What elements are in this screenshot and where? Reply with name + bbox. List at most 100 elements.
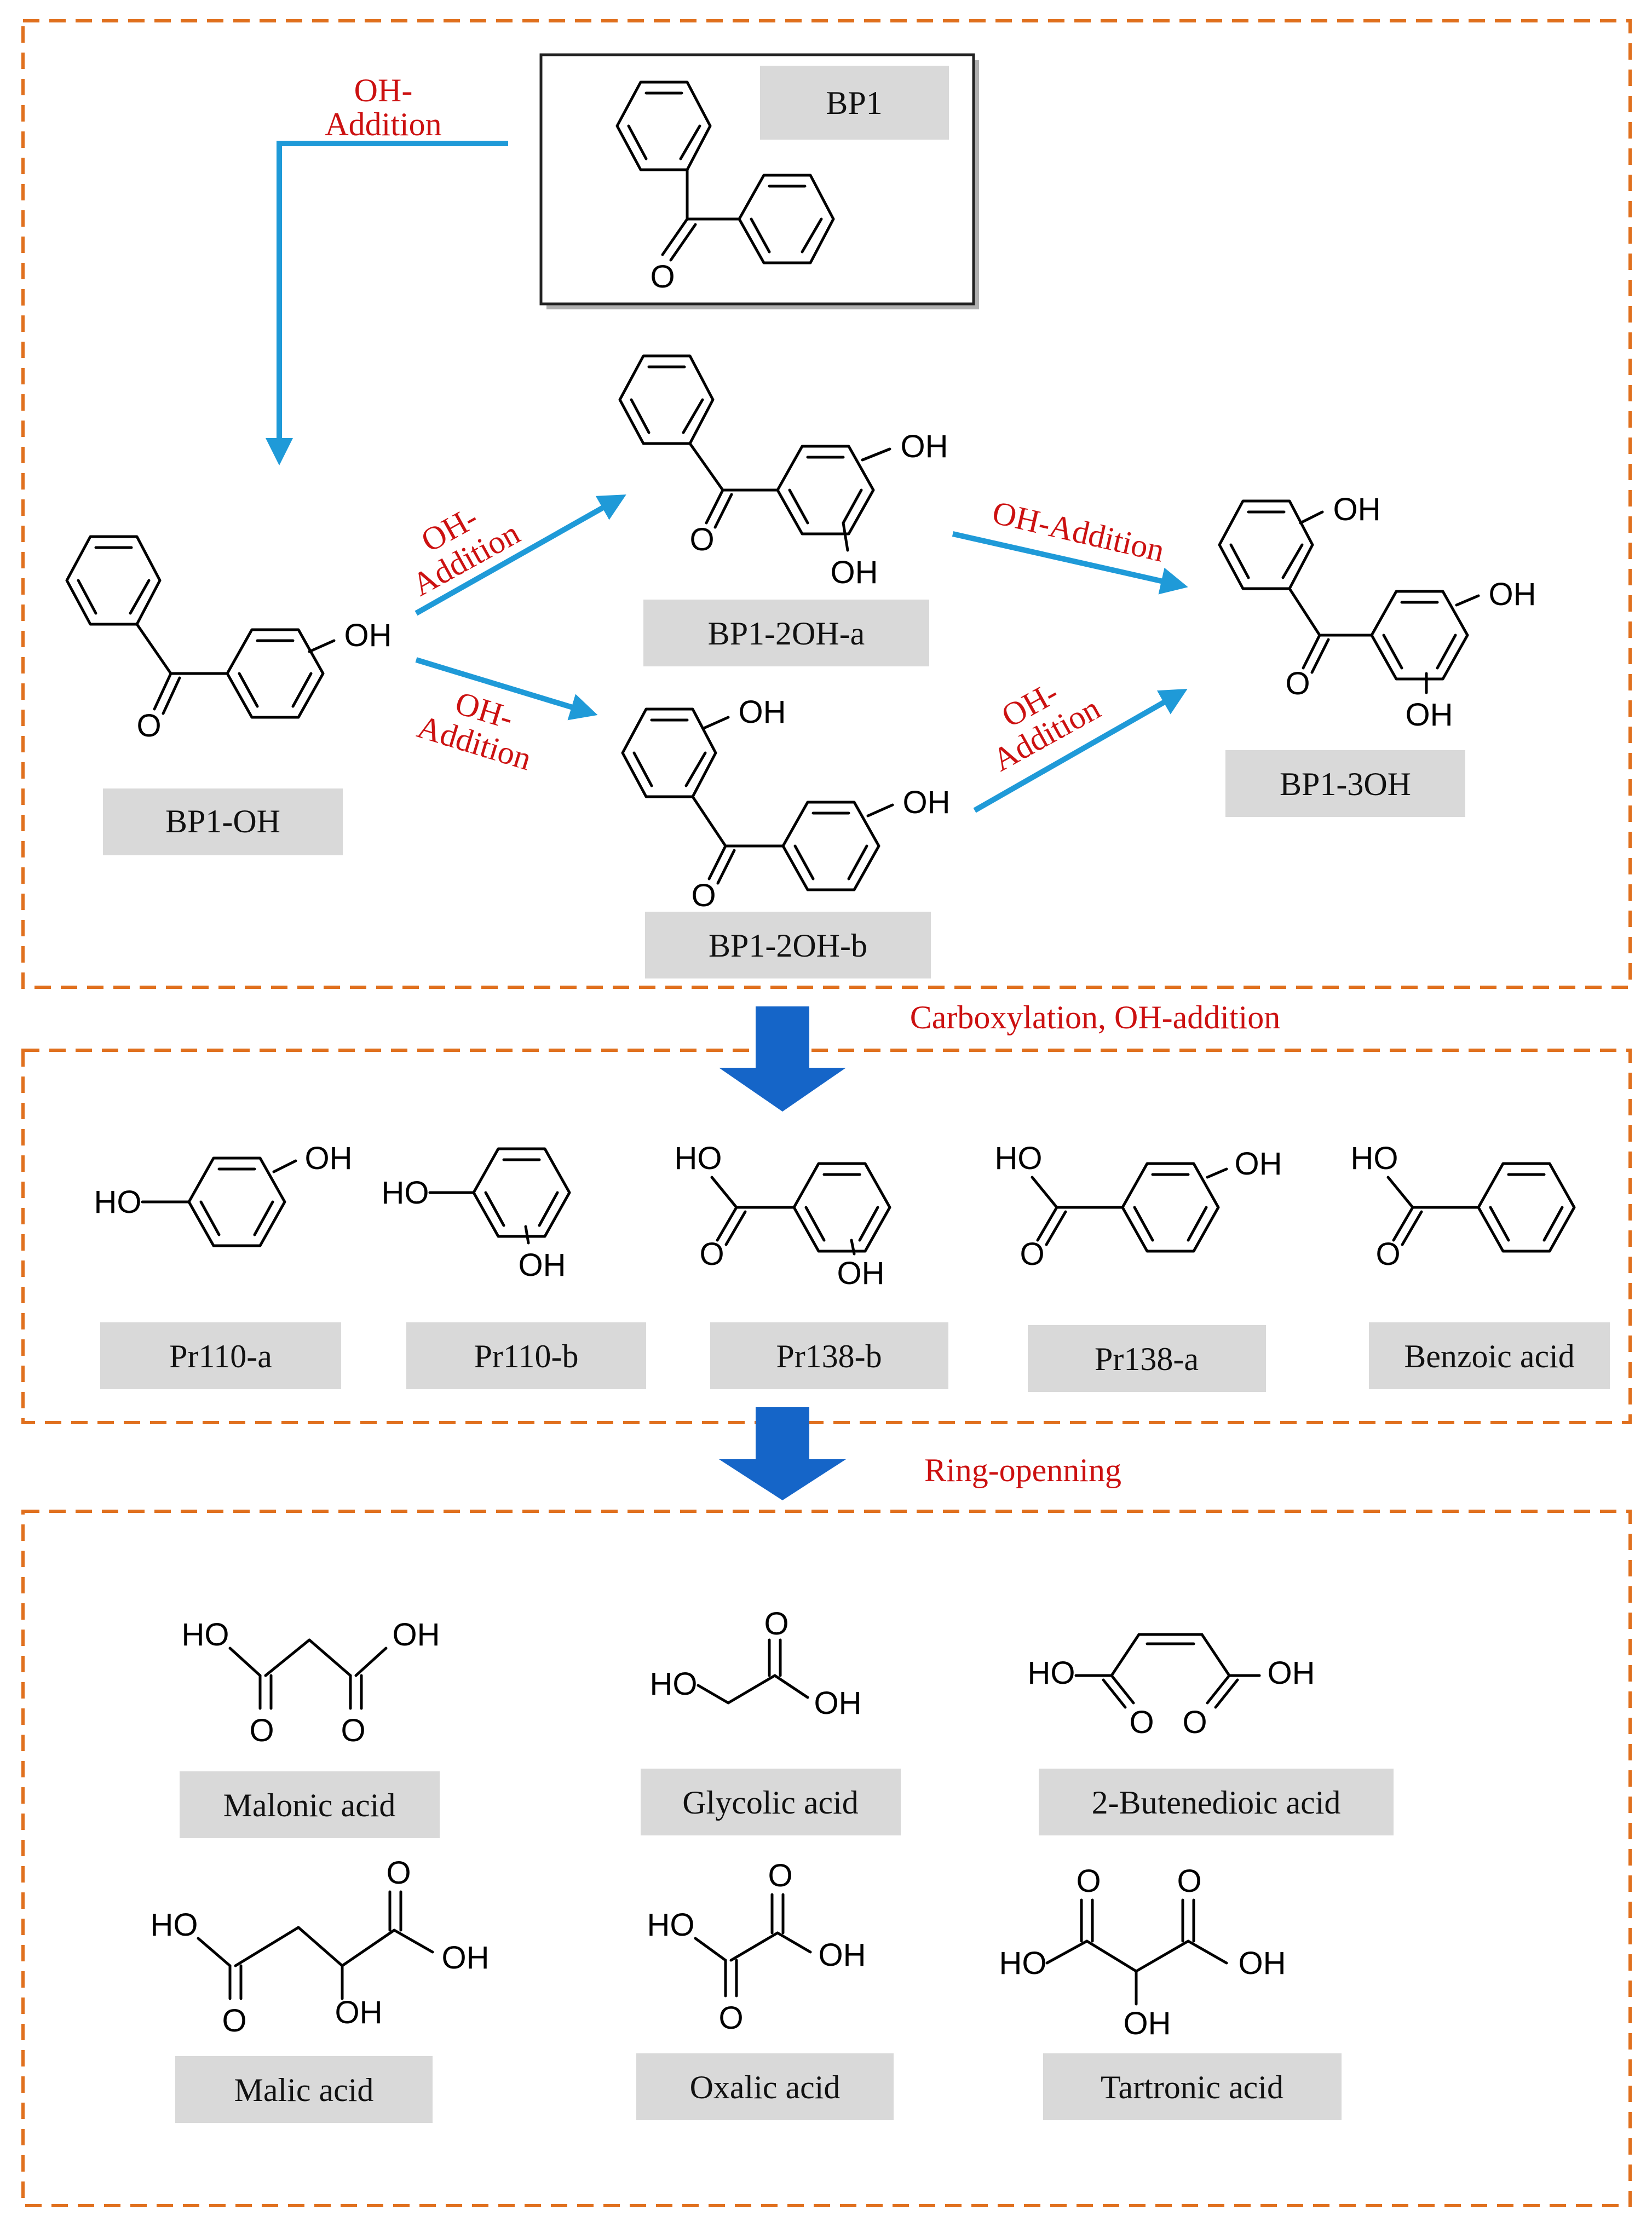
- label-2-butenedioic-acid: 2-Butenedioic acid: [1039, 1769, 1394, 1835]
- label-oxalic-acid: Oxalic acid: [636, 2053, 894, 2120]
- structure-oxalic-acid: HO O O OH: [647, 1858, 866, 2036]
- bp1-2oh-a-hydroxyl-1: OH: [901, 429, 948, 464]
- bp1-2oh-b-carbonyl-oxygen: O: [691, 878, 716, 913]
- bp1-oh-carbonyl-oxygen: O: [136, 708, 161, 744]
- pr110-a-hydroxyl-right: OH: [305, 1141, 353, 1176]
- pr138-a-carbonyl-oxygen: O: [1020, 1236, 1044, 1272]
- malonic-acid-oxygen-1: O: [249, 1713, 274, 1748]
- annotation-oh-addition-start: OH-Addition: [325, 72, 441, 142]
- butenedioic-acid-oxygen-2: O: [1182, 1705, 1207, 1740]
- pr138-b-hydroxyl-ring: OH: [837, 1256, 885, 1291]
- pr138-b-carbonyl-oxygen: O: [699, 1236, 724, 1272]
- svg-text:Malonic acid: Malonic acid: [223, 1787, 396, 1823]
- structure-bp1-2oh-b: OH O OH: [621, 694, 951, 913]
- label-bp1-oh: BP1-OH: [103, 788, 343, 855]
- structure-pr110-a: HO OH: [94, 1141, 353, 1247]
- label-bp1: BP1: [760, 66, 949, 140]
- benzoic-acid-hydroxyl: HO: [1351, 1141, 1398, 1176]
- arrow-bp1-to-bp1-oh: [266, 141, 508, 465]
- tartronic-acid-hydroxyl-middle: OH: [1124, 2006, 1171, 2041]
- label-glycolic-acid: Glycolic acid: [641, 1769, 901, 1835]
- structure-pr138-b: HO O OH: [675, 1141, 891, 1291]
- tartronic-acid-oxygen-1: O: [1076, 1863, 1101, 1899]
- svg-text:Oxalic acid: Oxalic acid: [690, 2069, 841, 2105]
- malonic-acid-hydroxyl-left: HO: [182, 1617, 229, 1653]
- tartronic-acid-hydroxyl-right: OH: [1239, 1945, 1286, 1981]
- structure-bp1-oh: O OH: [65, 535, 392, 744]
- section-frame-aromatic-products: [21, 1049, 1632, 1424]
- pr110-a-hydroxyl-left: HO: [94, 1184, 142, 1220]
- structure-tartronic-acid: HO O OH O OH: [999, 1863, 1286, 2041]
- svg-text:Pr110-a: Pr110-a: [169, 1338, 272, 1374]
- bp1-oh-hydroxyl: OH: [344, 618, 392, 653]
- structure-malonic-acid: HO O O OH: [182, 1617, 440, 1748]
- svg-text:BP1-2OH-a: BP1-2OH-a: [708, 615, 865, 652]
- svg-text:OH-Addition: OH-Addition: [970, 660, 1106, 778]
- label-tartronic-acid: Tartronic acid: [1043, 2053, 1342, 2120]
- arrow-bp1-2oh-b-to-bp1-3oh: [973, 689, 1188, 813]
- butenedioic-acid-hydroxyl-left: HO: [1028, 1655, 1075, 1691]
- pr138-a-hydroxyl-acid: HO: [995, 1141, 1043, 1176]
- malonic-acid-hydroxyl-right: OH: [393, 1617, 440, 1653]
- svg-text:Glycolic acid: Glycolic acid: [682, 1784, 859, 1821]
- svg-text:BP1: BP1: [826, 85, 882, 121]
- label-bp1-3oh: BP1-3OH: [1225, 750, 1465, 817]
- structure-bp1: O: [615, 80, 835, 295]
- svg-text:Pr110-b: Pr110-b: [474, 1338, 578, 1374]
- oxalic-acid-oxygen-1: O: [718, 2000, 743, 2036]
- pr110-b-hydroxyl-right: OH: [519, 1247, 566, 1283]
- oxalic-acid-oxygen-2: O: [768, 1858, 792, 1893]
- structure-bp1-2oh-a: O OH OH: [618, 354, 948, 590]
- structure-pr138-a: HO O OH: [995, 1141, 1282, 1272]
- malic-acid-oxygen-1: O: [222, 2003, 246, 2039]
- svg-text:Pr138-b: Pr138-b: [776, 1338, 882, 1374]
- bp1-2oh-a-hydroxyl-2: OH: [831, 555, 878, 590]
- bp1-2oh-b-hydroxyl-2: OH: [903, 785, 951, 820]
- bp1-carbonyl-oxygen: O: [650, 259, 675, 295]
- butenedioic-acid-oxygen-1: O: [1129, 1705, 1154, 1740]
- pr110-b-hydroxyl-left: HO: [382, 1175, 429, 1211]
- arrow-bp1-oh-to-bp1-2oh-b: [415, 657, 598, 721]
- glycolic-acid-hydroxyl-right: OH: [814, 1685, 862, 1721]
- pr138-a-hydroxyl-ring: OH: [1235, 1146, 1282, 1182]
- label-pr110-a: Pr110-a: [100, 1322, 341, 1389]
- malic-acid-hydroxyl-left: HO: [151, 1907, 198, 1943]
- step2-label: Ring-openning: [924, 1452, 1121, 1488]
- structure-benzoic-acid: HO O: [1351, 1141, 1576, 1272]
- svg-text:OH-Addition: OH-Addition: [989, 494, 1168, 568]
- malonic-acid-oxygen-2: O: [341, 1713, 365, 1748]
- label-bp1-2oh-a: BP1-2OH-a: [643, 600, 929, 666]
- glycolic-acid-carbonyl-oxygen: O: [764, 1606, 788, 1642]
- svg-text:2-Butenedioic acid: 2-Butenedioic acid: [1092, 1784, 1341, 1821]
- block-arrow-step1: [719, 1006, 846, 1112]
- annotation-oh-addition-upper: OH-Addition: [406, 499, 526, 603]
- malic-acid-hydroxyl-right: OH: [442, 1940, 490, 1976]
- bp1-2oh-a-carbonyl-oxygen: O: [689, 522, 714, 557]
- svg-text:BP1-OH: BP1-OH: [165, 803, 280, 839]
- butenedioic-acid-hydroxyl-right: OH: [1268, 1655, 1315, 1691]
- label-pr110-b: Pr110-b: [406, 1322, 646, 1389]
- tartronic-acid-hydroxyl-left: HO: [999, 1945, 1047, 1981]
- label-malonic-acid: Malonic acid: [180, 1771, 440, 1838]
- structure-glycolic-acid: HO O OH: [650, 1606, 862, 1721]
- structure-bp1-3oh: OH O OH OH: [1218, 492, 1536, 733]
- bp1-3oh-hydroxyl-1: OH: [1333, 492, 1381, 527]
- svg-text:BP1-3OH: BP1-3OH: [1280, 766, 1411, 802]
- structure-2-butenedioic-acid: HO O O OH: [1028, 1633, 1315, 1740]
- structure-malic-acid: HO O OH O OH: [151, 1855, 490, 2039]
- oxalic-acid-hydroxyl-left: HO: [647, 1907, 695, 1943]
- block-arrow-step2: [719, 1407, 846, 1500]
- structure-pr110-b: HO OH: [382, 1147, 571, 1283]
- tartronic-acid-oxygen-2: O: [1177, 1863, 1201, 1899]
- step1-label: Carboxylation, OH-addition: [910, 999, 1281, 1035]
- oxalic-acid-hydroxyl-right: OH: [819, 1937, 866, 1973]
- svg-text:Tartronic acid: Tartronic acid: [1101, 2069, 1283, 2105]
- bp1-3oh-hydroxyl-3: OH: [1406, 697, 1453, 733]
- arrow-bp1-oh-to-bp1-2oh-a: [415, 494, 626, 616]
- benzoic-acid-carbonyl-oxygen: O: [1375, 1236, 1400, 1272]
- label-benzoic-acid: Benzoic acid: [1369, 1322, 1610, 1389]
- label-bp1-2oh-b: BP1-2OH-b: [645, 912, 931, 978]
- label-pr138-a: Pr138-a: [1028, 1325, 1266, 1392]
